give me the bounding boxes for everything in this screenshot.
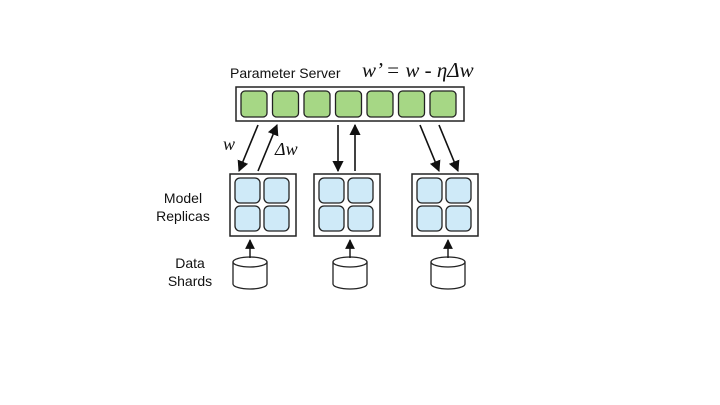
model-replicas-label-line2: Replicas bbox=[156, 208, 210, 224]
arrow-down-3b bbox=[438, 124, 460, 173]
replica-cell bbox=[445, 177, 472, 204]
replica-cell bbox=[445, 205, 472, 232]
arrow-down-3 bbox=[419, 124, 441, 173]
replica-cell bbox=[263, 205, 290, 232]
parameter-cell bbox=[240, 90, 268, 118]
model-replicas bbox=[229, 173, 479, 237]
parameter-cell bbox=[397, 90, 426, 118]
replica-cell bbox=[347, 177, 374, 204]
model-replica bbox=[411, 173, 479, 237]
parameter-cell bbox=[334, 90, 363, 118]
cylinder-top bbox=[232, 256, 268, 268]
update-rule: w’ = w - ηΔw bbox=[362, 58, 474, 82]
replica-cell bbox=[347, 205, 374, 232]
model-replica bbox=[313, 173, 381, 237]
cylinder-top bbox=[332, 256, 368, 268]
model-replica bbox=[229, 173, 297, 237]
cylinder-top bbox=[430, 256, 466, 268]
replica-cell bbox=[234, 205, 261, 232]
data-shards-label-line1: Data bbox=[175, 255, 205, 271]
parameter-cell bbox=[271, 90, 300, 118]
replica-cell bbox=[318, 205, 345, 232]
parameter-server-cells bbox=[240, 90, 457, 118]
replica-cell bbox=[416, 177, 443, 204]
data-shards bbox=[232, 239, 466, 290]
arrow-label-w: w bbox=[223, 134, 235, 154]
replica-cell bbox=[416, 205, 443, 232]
data-shard bbox=[232, 239, 268, 290]
replica-cell bbox=[234, 177, 261, 204]
arrow-up-1 bbox=[257, 123, 279, 172]
replica-cell bbox=[263, 177, 290, 204]
arrows bbox=[237, 123, 460, 173]
replica-cell bbox=[318, 177, 345, 204]
data-shard bbox=[332, 239, 368, 290]
arrow-label-delta-w: Δw bbox=[274, 139, 298, 159]
data-shard bbox=[430, 239, 466, 290]
parameter-server bbox=[235, 86, 465, 122]
cylinder-body bbox=[232, 262, 268, 290]
cylinder-body bbox=[430, 262, 466, 290]
arrow-down-1 bbox=[237, 124, 259, 173]
data-shards-label-line2: Shards bbox=[168, 273, 212, 289]
parameter-cell bbox=[429, 90, 457, 118]
cylinder-body bbox=[332, 262, 368, 290]
parameter-cell bbox=[366, 90, 394, 118]
parameter-cell bbox=[303, 90, 331, 118]
parameter-server-label: Parameter Server bbox=[230, 65, 341, 81]
model-replicas-label-line1: Model bbox=[164, 190, 202, 206]
